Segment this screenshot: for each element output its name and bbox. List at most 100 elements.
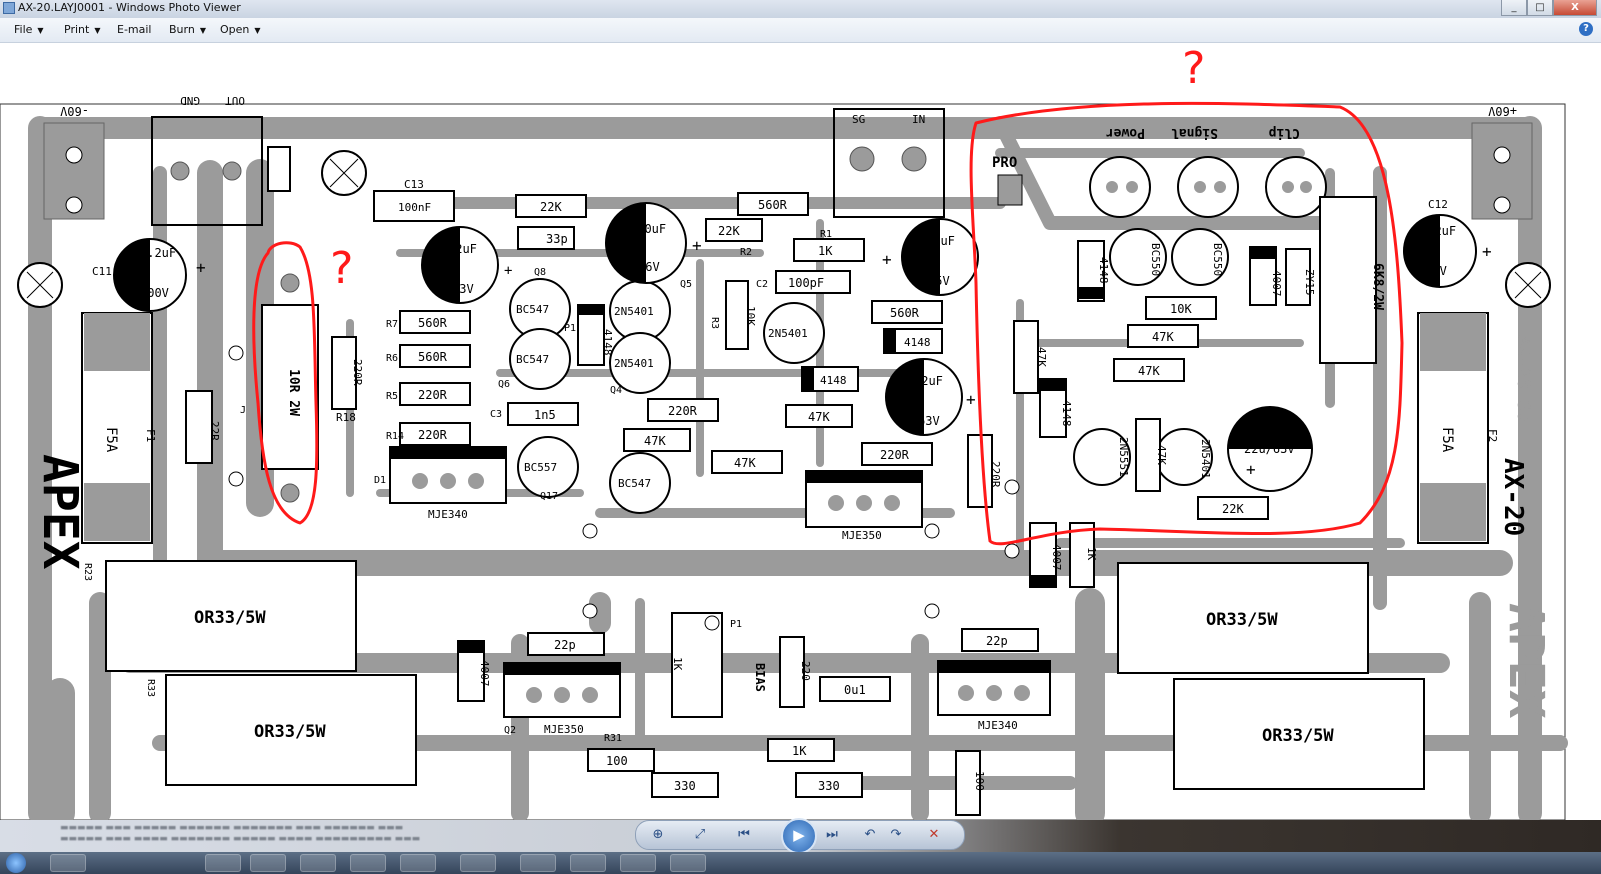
taskbar-app[interactable] xyxy=(50,854,86,872)
plus-icon: + xyxy=(196,258,206,277)
email-menu-label: E-mail xyxy=(117,23,152,36)
c3-ref: C3 xyxy=(490,409,502,420)
bc547-b-label: BC547 xyxy=(516,353,549,366)
r10k-right-value: 10K xyxy=(1170,302,1192,316)
r47k-g-value: 47K xyxy=(1155,445,1168,465)
r1-ref: R1 xyxy=(820,229,832,240)
c11-voltage: 100V xyxy=(140,286,169,300)
plus-icon: + xyxy=(1246,460,1256,479)
blurred-info: ▬▬▬▬▬ ▬▬▬ ▬▬▬▬▬ ▬▬▬▬▬▬ ▬▬▬▬▬▬▬ ▬▬▬ ▬▬▬▬▬… xyxy=(60,823,404,833)
d4007-a-label: 4007 xyxy=(1270,270,1283,297)
taskbar-app[interactable] xyxy=(250,854,286,872)
zener-label: ZY15 xyxy=(1303,269,1316,296)
model-label: AX-20 xyxy=(1498,458,1528,536)
r10r-value: 10R 2W xyxy=(286,369,301,416)
cap10u-voltage: 25V xyxy=(928,274,950,288)
c33p-value: 33p xyxy=(546,232,568,246)
blurred-info: ▬▬▬▬▬ ▬▬▬ ▬▬▬▬ ▬▬▬▬▬▬▬ ▬▬▬▬▬ ▬▬▬▬ ▬▬▬▬▬▬… xyxy=(60,834,421,844)
open-menu[interactable]: Open▼ xyxy=(220,23,261,36)
taskbar-app[interactable] xyxy=(350,854,386,872)
c22p-b-value: 22p xyxy=(986,634,1008,648)
taskbar-app[interactable] xyxy=(460,854,496,872)
p1-ref: P1 xyxy=(730,619,742,630)
taskbar-app[interactable] xyxy=(205,854,241,872)
bc550-a-label: BC550 xyxy=(1149,243,1162,276)
model-mirrored-label: AX-20 SO xyxy=(1513,335,1534,422)
plus-icon: + xyxy=(882,250,892,269)
taskbar-app[interactable] xyxy=(670,854,706,872)
c12-ref: C12 xyxy=(1428,198,1448,211)
brand-mirrored-label: APEX xyxy=(1498,603,1554,719)
taskbar-app[interactable] xyxy=(520,854,556,872)
c12-value: 2.2uF xyxy=(1420,224,1456,238)
chevron-down-icon: ▼ xyxy=(254,26,261,35)
start-button[interactable] xyxy=(6,853,26,873)
r6-value: 560R xyxy=(418,350,448,364)
r10k-r3-value: 10K xyxy=(744,306,757,326)
burn-menu[interactable]: Burn▼ xyxy=(169,23,206,36)
bc547-c-label: BC547 xyxy=(618,477,651,490)
d4007-c-label: 4007 xyxy=(478,660,491,687)
print-menu[interactable]: Print▼ xyxy=(64,23,100,36)
minimize-button[interactable]: _ xyxy=(1501,0,1527,16)
delete-icon[interactable]: ✕ xyxy=(928,827,940,842)
file-menu[interactable]: File▼ xyxy=(14,23,44,36)
c100pf-value: 100pF xyxy=(788,276,824,290)
or33-d-label: OR33/5W xyxy=(1262,726,1334,746)
rotate-counterclockwise-icon[interactable]: ↶ xyxy=(864,827,876,842)
help-icon[interactable]: ? xyxy=(1579,22,1593,36)
r22k-top-value: 22K xyxy=(540,200,562,214)
q17-ref: Q2 xyxy=(504,725,516,736)
jumper-label: J xyxy=(240,405,246,416)
r47k-e-value: 47K xyxy=(1138,364,1160,378)
navigation-bar: ⊕ ⤢ ⏮ ▶ ⏭ ↶ ↷ ✕ xyxy=(635,818,965,854)
window-controls: _ □ X xyxy=(1501,0,1597,16)
bottom-bar: ▬▬▬▬▬ ▬▬▬ ▬▬▬▬▬ ▬▬▬▬▬▬ ▬▬▬▬▬▬▬ ▬▬▬ ▬▬▬▬▬… xyxy=(0,818,1601,874)
bc547-a-label: BC547 xyxy=(516,303,549,316)
c1n5-value: 1n5 xyxy=(534,408,556,422)
cap22u-b-value: 22uF xyxy=(914,374,943,388)
d4148-e-label: 4148 xyxy=(1060,400,1073,427)
n5401-c-label: 2N5401 xyxy=(768,327,808,340)
email-menu[interactable]: E-mail xyxy=(117,23,152,36)
image-canvas[interactable]: -60V +60V OUT GND SG IN APEX AX-20 AX-20… xyxy=(0,43,1601,820)
d1-ref: P1 xyxy=(564,323,576,334)
rotate-clockwise-icon[interactable]: ↷ xyxy=(890,827,902,842)
previous-icon[interactable]: ⏮ xyxy=(738,827,750,842)
r1k-bottom-value: 1K xyxy=(792,744,807,758)
r220r-mid-value: 220R xyxy=(668,404,698,418)
d4148-a-label: 4148 xyxy=(601,329,614,356)
maximize-button[interactable]: □ xyxy=(1527,0,1553,16)
r220-vert-value: 220 xyxy=(799,661,812,681)
brand-label: APEX xyxy=(32,454,88,570)
c11-value: 2.2uF xyxy=(140,246,176,260)
chevron-down-icon: ▼ xyxy=(37,26,44,35)
taskbar-app[interactable] xyxy=(400,854,436,872)
r47k-a-value: 47K xyxy=(644,434,666,448)
taskbar-app[interactable] xyxy=(620,854,656,872)
cap22u-c-value: 22u/63V xyxy=(1244,442,1295,456)
zoom-icon[interactable]: ⊕ xyxy=(652,827,664,842)
taskbar-app[interactable] xyxy=(570,854,606,872)
r330-b-value: 330 xyxy=(818,779,840,793)
menu-bar: File▼ Print▼ E-mail Burn▼ Open▼ ? xyxy=(0,18,1601,43)
r5-value: 220R xyxy=(418,388,448,402)
r47k-b-value: 47K xyxy=(734,456,756,470)
bc550-b-label: BC550 xyxy=(1211,243,1224,276)
slideshow-button[interactable]: ▶ xyxy=(781,818,817,854)
chevron-down-icon: ▼ xyxy=(199,26,206,35)
cap22u-a-voltage: 63V xyxy=(452,282,474,296)
q6-ref: Q17 xyxy=(540,491,558,502)
bias-label: BIAS xyxy=(753,663,767,692)
taskbar-app[interactable] xyxy=(300,854,336,872)
fuse-left-ref: F1 xyxy=(144,429,157,442)
close-button[interactable]: X xyxy=(1553,0,1597,16)
actual-size-icon[interactable]: ⤢ xyxy=(694,827,706,842)
fuse-right-ref: F2 xyxy=(1486,429,1499,442)
r33-ref: R33 xyxy=(145,679,156,697)
window-title: AX-20.LAYJ0001 - Windows Photo Viewer xyxy=(18,1,241,14)
r14-ref: R14 xyxy=(386,431,404,442)
mje350-b-label: MJE350 xyxy=(544,723,584,736)
q1-ref: Q4 xyxy=(610,385,622,396)
next-icon[interactable]: ⏭ xyxy=(826,827,838,842)
